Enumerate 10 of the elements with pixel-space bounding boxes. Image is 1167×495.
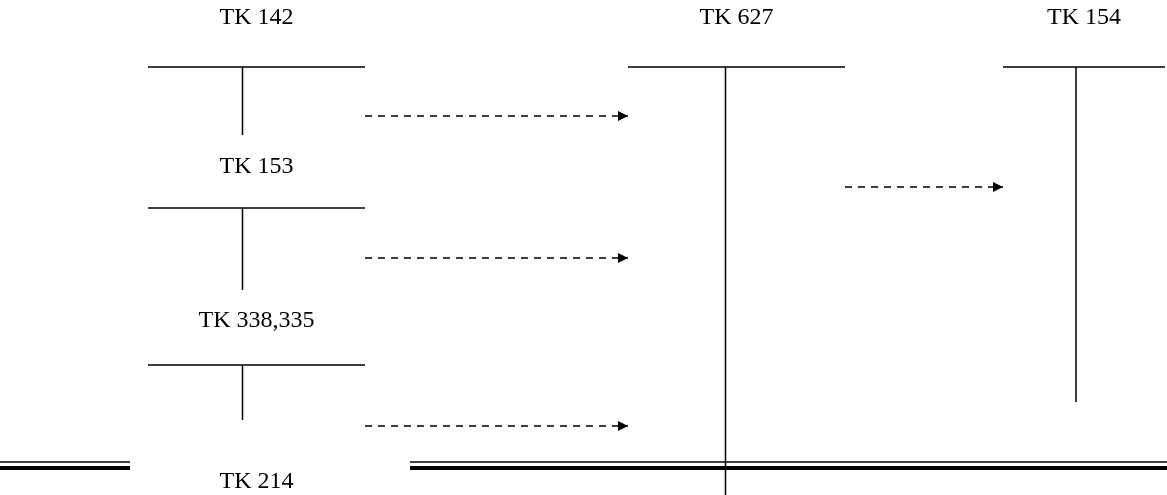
dashed-arrow (364, 253, 629, 263)
station-label: TK 627 (699, 2, 774, 30)
station-label: TK 338,335 (198, 305, 315, 333)
dashed-arrow (364, 111, 629, 121)
station-label: TK 142 (219, 2, 294, 30)
station-label: TK 153 (219, 151, 294, 179)
station-label: TK 154 (1047, 2, 1121, 30)
station-label: TK 214 (219, 466, 294, 494)
dashed-arrow (364, 421, 629, 431)
dashed-arrow (844, 182, 1004, 192)
